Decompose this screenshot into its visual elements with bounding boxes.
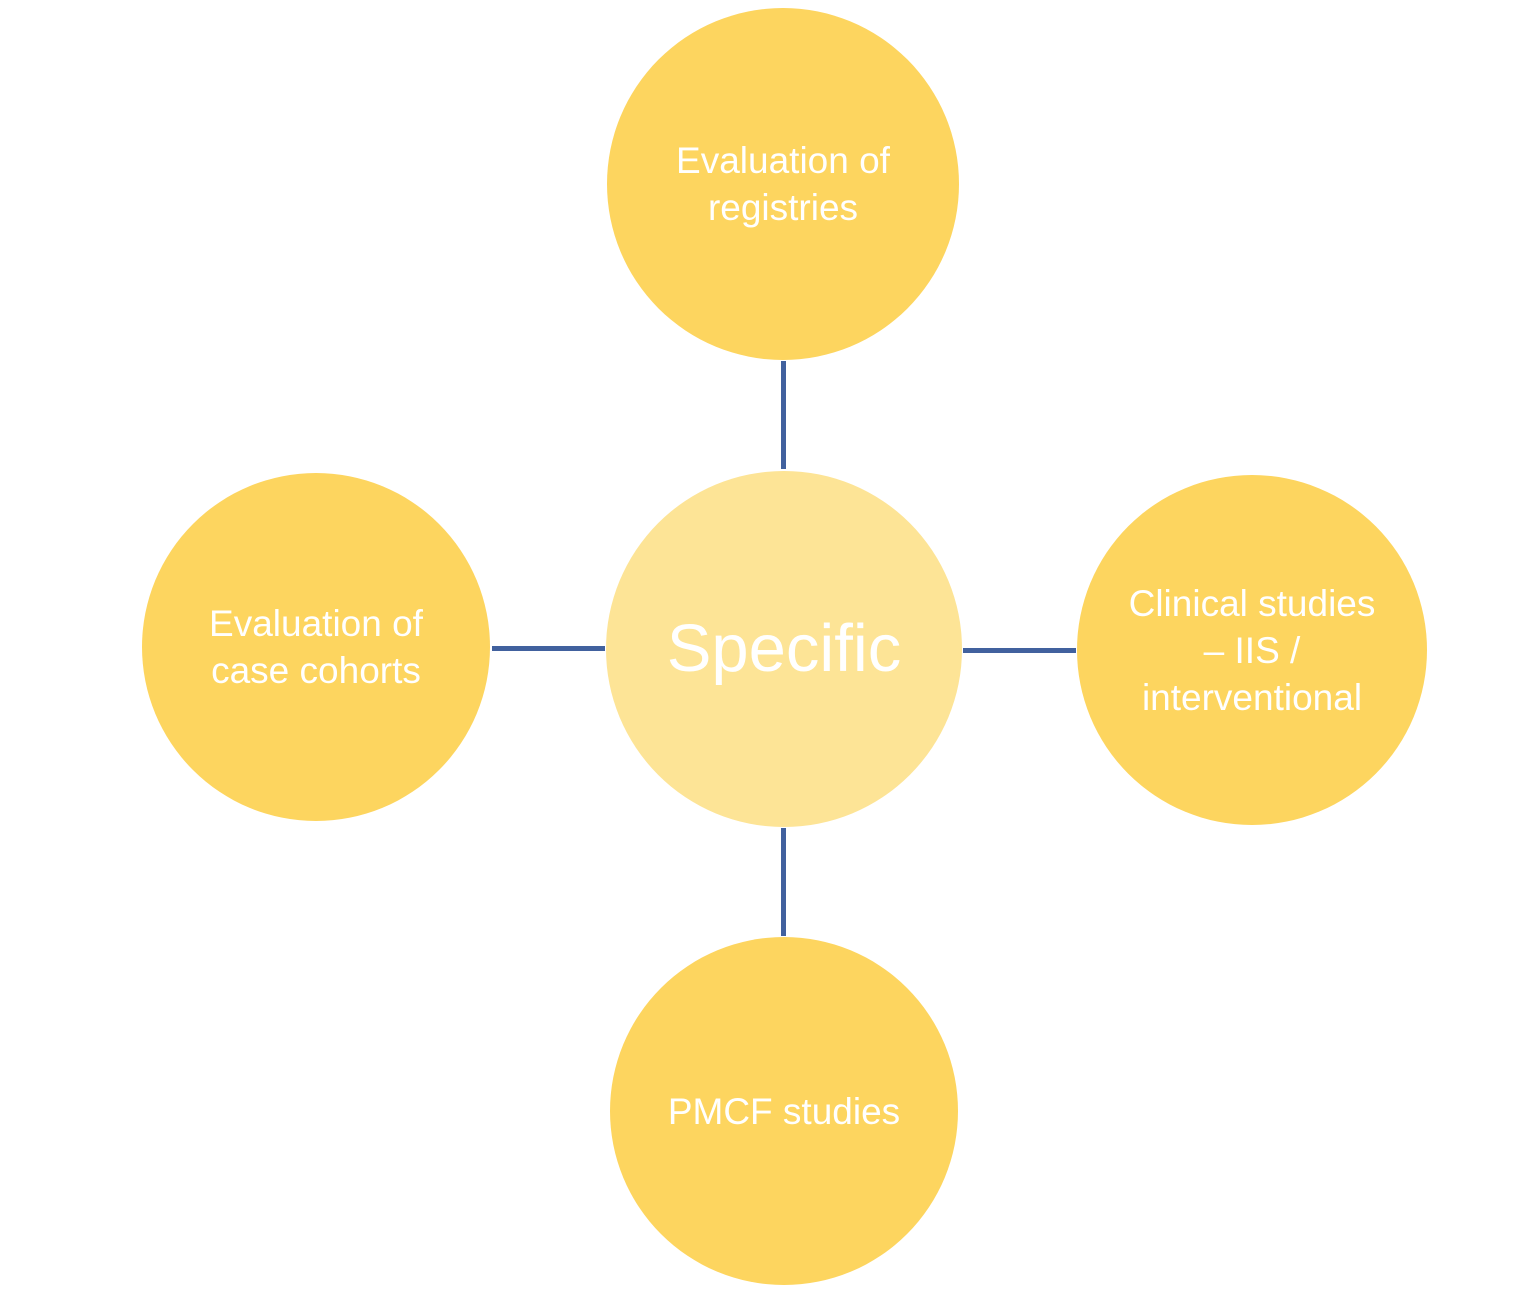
- center-node-label: Specific: [666, 611, 902, 687]
- node-clinical-studies-iis-interventional: Clinical studies – IIS / interventional: [1077, 475, 1427, 825]
- node-pmcf-studies: PMCF studies: [610, 937, 958, 1285]
- node-evaluation-of-registries: Evaluation of registries: [607, 8, 959, 360]
- connector-bottom: [781, 828, 786, 936]
- node-label: Clinical studies – IIS / interventional: [1128, 582, 1376, 718]
- connector-top: [781, 361, 786, 469]
- node-label: Evaluation of registries: [676, 140, 890, 228]
- node-label: Evaluation of case cohorts: [209, 603, 423, 691]
- node-label: PMCF studies: [667, 1090, 901, 1132]
- connector-left: [492, 646, 605, 651]
- node-specific-center: Specific: [606, 471, 962, 827]
- connector-right: [963, 648, 1076, 653]
- node-evaluation-of-case-cohorts: Evaluation of case cohorts: [142, 473, 490, 821]
